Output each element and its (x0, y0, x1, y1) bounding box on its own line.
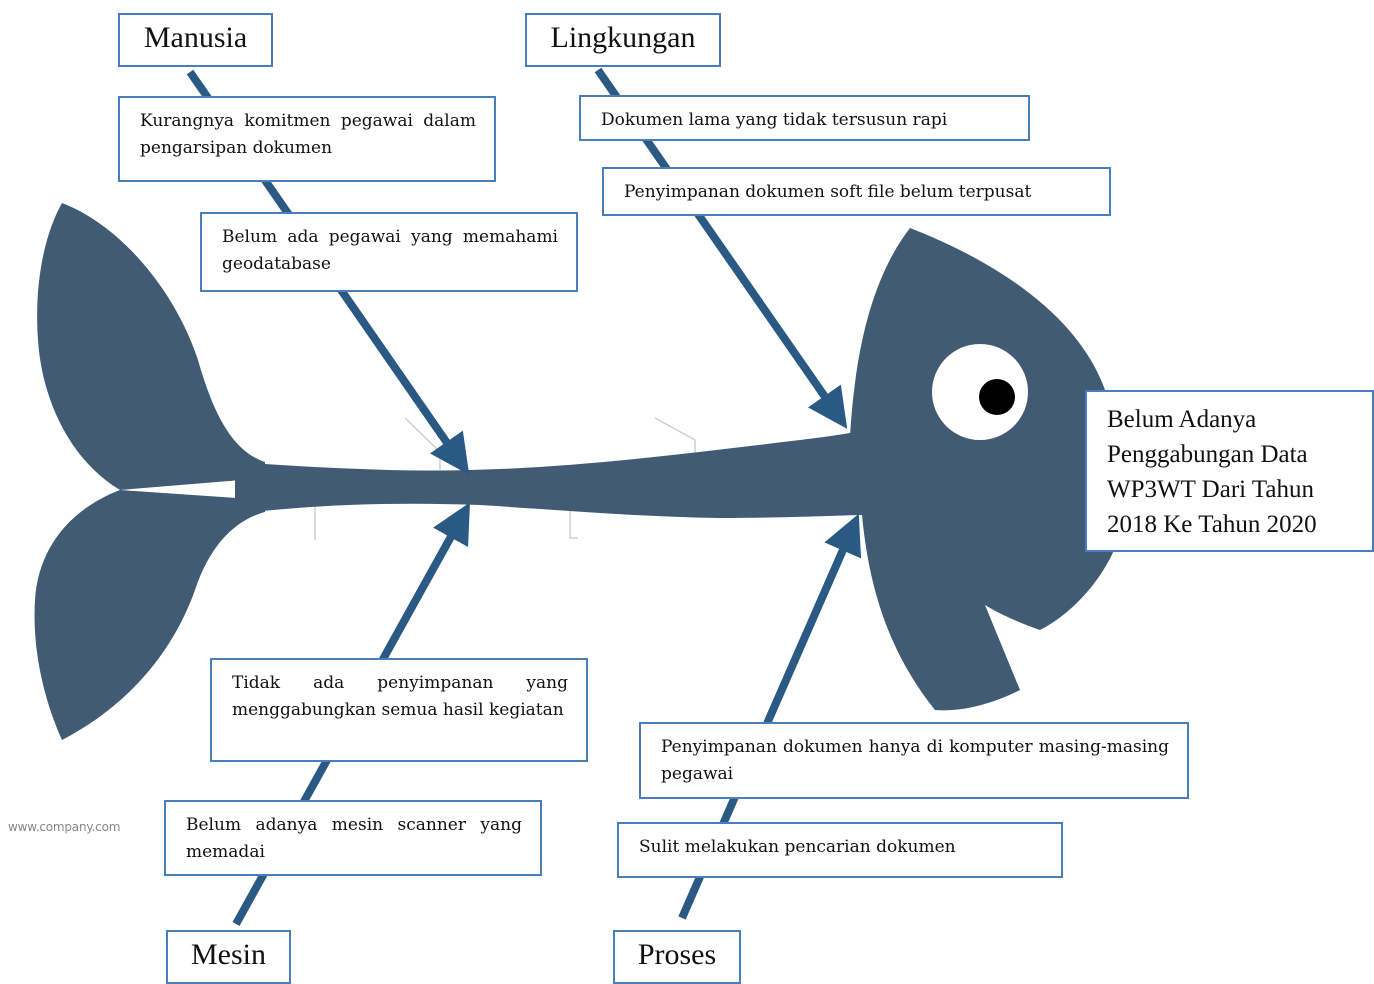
category-manusia: Manusia (118, 13, 273, 67)
cause-mesin-1: Tidak ada penyimpanan yang menggabungkan… (210, 658, 588, 762)
cause-lingkungan-1: Dokumen lama yang tidak tersusun rapi (579, 95, 1030, 141)
cause-lingkungan-2: Penyimpanan dokumen soft file belum terp… (602, 167, 1111, 216)
category-lingkungan: Lingkungan (525, 13, 721, 67)
fish-head (850, 228, 1120, 711)
cause-mesin-2: Belum adanya mesin scanner yang memadai (164, 800, 542, 876)
cause-proses-2: Sulit melakukan pencarian dokumen (617, 822, 1063, 878)
fish-upper-tail (37, 203, 265, 490)
fish-lower-tail (34, 490, 265, 740)
watermark: www.company.com (8, 820, 121, 834)
fish-silhouette (34, 203, 1120, 740)
category-proses: Proses (613, 930, 741, 984)
cause-proses-1: Penyimpanan dokumen hanya di komputer ma… (639, 722, 1189, 799)
effect-box: Belum Adanya Penggabungan Data WP3WT Dar… (1085, 390, 1374, 552)
category-mesin: Mesin (166, 930, 291, 984)
cause-manusia-2: Belum ada pegawai yang memahami geodatab… (200, 212, 578, 292)
cause-manusia-1: Kurangnya komitmen pegawai dalam pengars… (118, 96, 496, 182)
fish-pupil (979, 379, 1015, 415)
fish-spine (235, 432, 862, 518)
